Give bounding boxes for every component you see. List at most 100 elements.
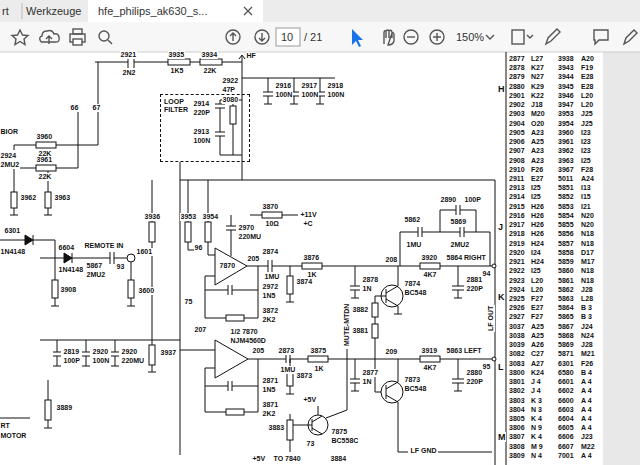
- table-cell: 5860: [558, 267, 574, 275]
- part-label: 1N4148: [0, 248, 26, 256]
- table-cell: 2919: [509, 240, 525, 248]
- part-label: 205: [247, 255, 260, 263]
- part-label: 3908: [60, 286, 77, 294]
- part-label: LF GND: [410, 447, 437, 455]
- part-label: 6301: [4, 227, 21, 235]
- part-label: 3870: [262, 203, 279, 211]
- node-heading: LOOP FILTER: [164, 98, 190, 114]
- table-cell: L28: [581, 295, 593, 303]
- part-label: 3875: [310, 347, 327, 355]
- part-label: 3936: [144, 213, 161, 221]
- table-cell: A25: [531, 138, 544, 146]
- table-cell: N 4: [531, 452, 542, 460]
- part-label: 208: [385, 256, 398, 264]
- part-label: 205: [252, 347, 265, 355]
- table-cell: J18: [531, 101, 543, 109]
- table-cell: B 3: [581, 313, 592, 321]
- table-cell: N20: [581, 212, 594, 220]
- table-cell: F26: [581, 360, 593, 368]
- table-cell: I13: [581, 184, 591, 192]
- part-label: 2913: [193, 128, 210, 136]
- table-cell: 3938: [558, 55, 574, 63]
- part-label: BC548: [404, 385, 427, 393]
- part-label: 2920: [121, 348, 138, 356]
- part-label: 220MU: [238, 233, 262, 241]
- table-cell: N20: [581, 221, 594, 229]
- table-cell: 2880: [509, 83, 525, 91]
- table-cell: I24: [531, 249, 541, 257]
- table-cell: 2907: [509, 147, 525, 155]
- part-label: BC558C: [331, 437, 359, 445]
- part-label: 3884: [330, 455, 347, 463]
- table-cell: 6605: [558, 424, 574, 432]
- table-cell: 2924: [509, 286, 525, 294]
- part-label: 3889: [56, 404, 73, 412]
- table-cell: E27: [531, 175, 543, 183]
- part-label: 1N: [362, 378, 372, 386]
- table-cell: 2879: [509, 73, 525, 81]
- table-cell: M20: [531, 110, 545, 118]
- table-cell: F27: [531, 295, 543, 303]
- table-cell: A27: [531, 360, 544, 368]
- part-label: 2970: [238, 224, 255, 232]
- table-cell: 3943: [558, 64, 574, 72]
- table-cell: 6301: [558, 360, 574, 368]
- part-label: 209: [385, 348, 398, 356]
- table-cell: L20: [531, 286, 543, 294]
- part-label: 220P: [466, 378, 483, 386]
- table-cell: N18: [581, 277, 594, 285]
- table-cell: J 4: [531, 387, 541, 395]
- part-label: 5869: [450, 218, 467, 226]
- part-label: 1N4148: [58, 266, 84, 274]
- part-label: 7870: [219, 262, 236, 270]
- table-cell: 3967: [558, 166, 574, 174]
- table-cell: 2927: [509, 313, 525, 321]
- table-cell: I23: [581, 129, 591, 137]
- table-cell: 6607: [558, 443, 574, 451]
- part-label: 1K5: [170, 67, 184, 75]
- table-cell: 3039: [509, 341, 525, 349]
- part-label: 2880: [466, 369, 483, 377]
- table-cell: 2903: [509, 110, 525, 118]
- part-label: 4K7: [423, 271, 437, 279]
- part-label: 3873: [296, 372, 313, 380]
- table-cell: 3037: [509, 323, 525, 331]
- table-cell: 6604: [558, 415, 574, 423]
- table-cell: I25: [531, 184, 541, 192]
- part-label: 3874: [296, 278, 313, 286]
- part-label: BIOR: [0, 128, 19, 136]
- part-label: RT: [0, 422, 10, 430]
- table-cell: 2905: [509, 129, 525, 137]
- table-cell: N27: [531, 73, 544, 81]
- table-cell: A 4: [581, 378, 592, 386]
- part-label: 2874: [262, 248, 279, 256]
- table-cell: E28: [581, 73, 593, 81]
- part-label: 47P: [222, 86, 235, 94]
- part-label: 3935: [168, 51, 185, 59]
- table-cell: 2921: [509, 258, 525, 266]
- table-cell: 3809: [509, 452, 525, 460]
- table-cell: L20: [531, 277, 543, 285]
- table-cell: A 4: [581, 397, 592, 405]
- part-label: 2MU2: [0, 161, 20, 169]
- part-label: 2916: [275, 82, 292, 90]
- table-cell: A26: [531, 341, 544, 349]
- table-cell: 2902: [509, 101, 525, 109]
- part-label: 2871: [262, 377, 279, 385]
- table-cell: I15: [581, 193, 591, 201]
- table-cell: 3962: [558, 147, 574, 155]
- table-cell: 3946: [558, 92, 574, 100]
- part-label: 2K2: [262, 410, 276, 418]
- part-label: 3962: [20, 194, 37, 202]
- table-cell: N18: [581, 267, 594, 275]
- part-label: 2917: [301, 82, 318, 90]
- part-label: 2890: [440, 196, 457, 204]
- table-cell: 3805: [509, 415, 525, 423]
- table-cell: 5863: [558, 295, 574, 303]
- part-label: 2K2: [262, 316, 276, 324]
- part-label: 7874: [404, 280, 421, 288]
- toolbar-text: hfe_philips_ak630_s...: [98, 5, 207, 18]
- part-label: 1MU: [280, 366, 296, 374]
- table-cell: A 4: [581, 424, 592, 432]
- part-label: 100N: [193, 137, 211, 145]
